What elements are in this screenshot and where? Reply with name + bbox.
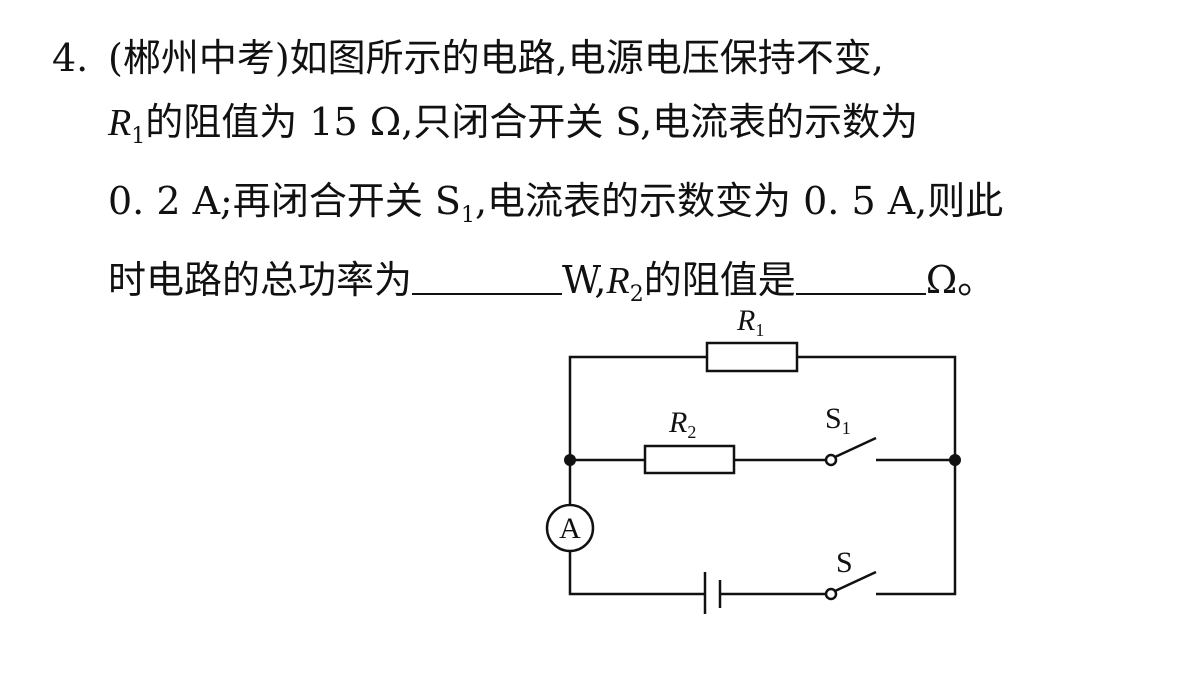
switch-s-pivot [824, 587, 838, 601]
r1-subscript: 1 [131, 124, 146, 149]
s-label: S [836, 546, 853, 579]
switch-s-blade [834, 570, 877, 593]
question-line-2-text: 的阻值为 15 Ω,只闭合开关 S,电流表的示数为 [145, 100, 919, 144]
question-text: 4.(郴州中考)如图所示的电路,电源电压保持不变, R1的阻值为 15 Ω,只闭… [52, 26, 1172, 327]
ammeter-label: A [559, 512, 581, 545]
question-line-4-text-a: 时电路的总功率为 [108, 258, 413, 302]
question-line-2: R1的阻值为 15 Ω,只闭合开关 S,电流表的示数为 [52, 90, 1172, 169]
resistor-r2 [643, 444, 736, 475]
s1-label: S1 [825, 402, 851, 438]
s1-subscript: 1 [460, 203, 475, 228]
question-line-4-text-d: Ω。 [925, 258, 996, 302]
r1-symbol: R [108, 102, 132, 144]
wire-top-left [568, 355, 707, 460]
answer-blank-resistance[interactable] [795, 263, 926, 295]
question-line-4-text-b: W, [562, 258, 607, 302]
r1-label: R1 [736, 304, 764, 340]
wire-bottom-right [876, 460, 957, 596]
question-line-3: 0. 2 A;再闭合开关 S1,电流表的示数变为 0. 5 A,则此 [52, 169, 1172, 248]
wire-top-right [797, 355, 957, 460]
question-line-1-text: (郴州中考)如图所示的电路,电源电压保持不变, [108, 36, 884, 80]
r2-label: R2 [668, 406, 696, 442]
question-line-3-text-b: ,电流表的示数变为 0. 5 A,则此 [474, 179, 1004, 223]
question-number: 4. [52, 36, 89, 80]
question-line-4-text-c: 的阻值是 [643, 258, 796, 302]
resistor-r1 [705, 341, 799, 373]
question-line-3-text-a: 0. 2 A;再闭合开关 S [108, 179, 461, 223]
r2-symbol: R [606, 260, 630, 302]
switch-s1-pivot [824, 453, 838, 467]
switch-s1-blade [834, 436, 877, 459]
question-line-1: 4. (郴州中考)如图所示的电路,电源电压保持不变, [52, 26, 1172, 90]
question-line-4: 时电路的总功率为 W,R2的阻值是 Ω。 [52, 248, 1172, 327]
answer-blank-power[interactable] [412, 263, 563, 295]
r2-subscript: 2 [629, 282, 644, 307]
wire-left-lower [568, 551, 705, 596]
